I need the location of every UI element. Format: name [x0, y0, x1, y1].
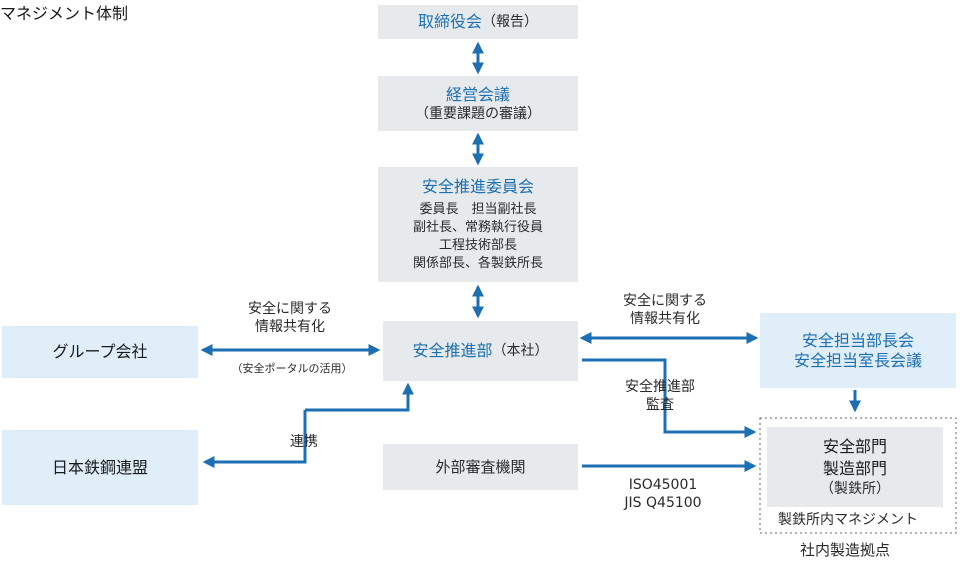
external-audit-title: 外部審査機関: [435, 458, 526, 476]
safety-dept-sub: （本社）: [492, 343, 549, 359]
audit-label: 安全推進部 監査: [610, 378, 710, 414]
cooperation-label: 連携: [290, 434, 318, 450]
group-companies-title: グループ会社: [52, 342, 148, 361]
site-departments-line3: （製鉄所）: [820, 481, 890, 497]
iso-line1: ISO45001: [628, 477, 698, 493]
safety-committee-node: 安全推進委員会 委員長 担当副社長 副社長、常務執行役員 工程技術部長 関係部長…: [378, 167, 578, 282]
info-share-right-label: 安全に関する 情報共有化: [605, 292, 725, 328]
jisf-title: 日本鉄鋼連盟: [51, 457, 148, 477]
external-audit-node: 外部審査機関: [383, 444, 578, 490]
iso-line2: JIS Q45100: [624, 495, 702, 511]
safety-committee-title: 安全推進委員会: [421, 176, 534, 196]
iso-label: ISO45001 JIS Q45100: [608, 476, 718, 512]
audit-line1: 安全推進部: [625, 379, 695, 395]
info-share-left-note: （安全ポータルの活用）: [231, 362, 353, 375]
arrow-dept-audit: [582, 358, 757, 438]
arrow-cooperation-jisf: [202, 410, 307, 468]
safety-committee-line: 関係部長、各製鉄所長: [412, 255, 543, 271]
group-companies-node: グループ会社: [2, 326, 198, 378]
board-node: 取締役会 （報告）: [378, 5, 578, 39]
production-sites-label: 社内製造拠点: [800, 541, 891, 559]
jisf-node: 日本鉄鋼連盟: [2, 430, 198, 505]
mgmt-meeting-sub: （重要課題の審議）: [415, 105, 541, 122]
arrow-cooperation-dept: [305, 382, 414, 412]
safety-managers-line1: 安全担当部長会: [801, 330, 914, 350]
site-departments-line1: 安全部門: [822, 437, 887, 456]
board-sub: （報告）: [482, 14, 538, 30]
safety-committee-line: 工程技術部長: [438, 237, 517, 253]
site-departments-line2: 製造部門: [822, 459, 887, 478]
info-share-left-line1: 安全に関する: [248, 301, 332, 317]
safety-committee-line: 副社長、常務執行役員: [412, 219, 543, 235]
info-share-right-line1: 安全に関する: [623, 293, 707, 309]
mgmt-meeting-node: 経営会議 （重要課題の審議）: [378, 76, 578, 131]
safety-committee-line: 委員長 担当副社長: [419, 201, 537, 217]
mgmt-meeting-title: 経営会議: [445, 84, 510, 104]
board-title: 取締役会: [417, 12, 482, 31]
audit-line2: 監査: [646, 397, 674, 413]
safety-managers-line2: 安全担当室長会議: [793, 350, 922, 370]
steelworks-mgmt-label: 製鉄所内マネジメント: [778, 512, 918, 528]
safety-dept-title: 安全推進部: [412, 341, 493, 360]
page-title: マネジメント体制: [0, 4, 129, 23]
info-share-right-line2: 情報共有化: [630, 311, 700, 327]
info-share-left-line2: 情報共有化: [255, 319, 325, 335]
safety-managers-node: 安全担当部長会 安全担当室長会議: [760, 313, 956, 388]
safety-dept-node: 安全推進部 （本社）: [383, 321, 578, 381]
site-departments-node: 安全部門 製造部門 （製鉄所）: [767, 427, 943, 507]
info-share-left-label: 安全に関する 情報共有化: [230, 300, 350, 336]
